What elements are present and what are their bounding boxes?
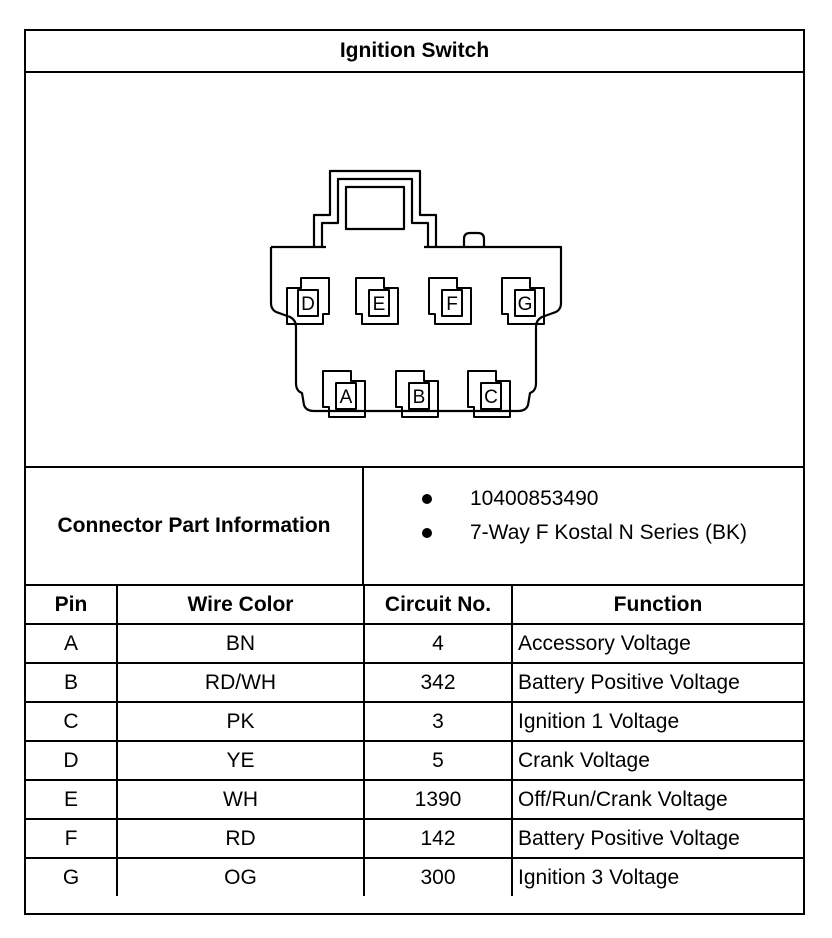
cell-pin: E — [26, 779, 118, 820]
latch-inner — [320, 177, 430, 247]
cavity-d — [286, 277, 330, 325]
cell-circuit-no: 5 — [363, 740, 513, 781]
header-circuit-no: Circuit No. — [363, 586, 513, 625]
cell-circuit-no: 3 — [363, 701, 513, 742]
cell-circuit-no: 342 — [363, 662, 513, 703]
header-wire-color: Wire Color — [116, 586, 365, 625]
table-row: D YE 5 Crank Voltage — [26, 740, 803, 781]
cavity-c — [467, 370, 511, 418]
part-info-list: 10400853490 7-Way F Kostal N Series (BK) — [364, 468, 803, 598]
part-number: 10400853490 — [470, 487, 599, 510]
table-row: F RD 142 Battery Positive Voltage — [26, 818, 803, 859]
cavity-label-e: E — [373, 294, 386, 315]
cell-wire-color: WH — [116, 779, 365, 820]
sheet-title: Ignition Switch — [26, 31, 803, 73]
bullet-icon — [422, 528, 432, 538]
cell-function: Battery Positive Voltage — [511, 818, 803, 859]
table-row: E WH 1390 Off/Run/Crank Voltage — [26, 779, 803, 820]
latch-tab — [344, 185, 406, 231]
part-info-item: 10400853490 — [364, 482, 803, 516]
cavity-terminal-e — [368, 289, 390, 317]
cavity-b — [395, 370, 439, 418]
cavity-terminal-c — [480, 382, 502, 410]
housing-outline — [269, 245, 563, 413]
latch-outer — [312, 169, 438, 247]
cavity-terminal-f — [441, 289, 463, 317]
cavity-label-d: D — [301, 294, 315, 315]
cell-wire-color: BN — [116, 623, 365, 664]
connector-diagram: D E F G A B C — [26, 73, 803, 468]
cavity-e — [355, 277, 399, 325]
bullet-icon — [422, 494, 432, 504]
cell-function: Off/Run/Crank Voltage — [511, 779, 803, 820]
cell-circuit-no: 4 — [363, 623, 513, 664]
cell-wire-color: YE — [116, 740, 365, 781]
cell-function: Accessory Voltage — [511, 623, 803, 664]
cavity-label-f: F — [446, 294, 458, 315]
header-function: Function — [511, 586, 803, 625]
cell-pin: C — [26, 701, 118, 742]
part-info-item: 7-Way F Kostal N Series (BK) — [364, 516, 803, 550]
cell-wire-color: RD/WH — [116, 662, 365, 703]
cavity-a — [322, 370, 366, 418]
cell-pin: A — [26, 623, 118, 664]
table-row: A BN 4 Accessory Voltage — [26, 623, 803, 664]
cell-function: Ignition 3 Voltage — [511, 857, 803, 896]
cell-wire-color: PK — [116, 701, 365, 742]
cell-function: Crank Voltage — [511, 740, 803, 781]
cavity-terminal-a — [335, 382, 357, 410]
cell-pin: G — [26, 857, 118, 896]
table-row: B RD/WH 342 Battery Positive Voltage — [26, 662, 803, 703]
connector-description: 7-Way F Kostal N Series (BK) — [470, 521, 747, 544]
connector-face-drawing: D E F G A B C — [269, 169, 563, 418]
cell-pin: B — [26, 662, 118, 703]
cavity-f — [428, 277, 472, 325]
cell-pin: F — [26, 818, 118, 859]
cavity-terminal-b — [408, 382, 430, 410]
cavity-terminal-g — [514, 289, 536, 317]
header-pin: Pin — [26, 586, 118, 625]
cell-circuit-no: 142 — [363, 818, 513, 859]
cell-circuit-no: 300 — [363, 857, 513, 896]
cavity-label-b: B — [413, 387, 426, 408]
cavity-label-a: A — [340, 387, 353, 408]
cavity-label-c: C — [484, 387, 498, 408]
cavity-g — [501, 277, 545, 325]
cavity-label-g: G — [518, 294, 533, 315]
table-row: C PK 3 Ignition 1 Voltage — [26, 701, 803, 742]
cell-function: Battery Positive Voltage — [511, 662, 803, 703]
cell-wire-color: RD — [116, 818, 365, 859]
part-info-label: Connector Part Information — [26, 468, 364, 584]
housing-inner-notch — [462, 231, 486, 247]
table-header-row: Pin Wire Color Circuit No. Function — [26, 586, 803, 625]
cell-function: Ignition 1 Voltage — [511, 701, 803, 742]
cell-circuit-no: 1390 — [363, 779, 513, 820]
pinout-table: Pin Wire Color Circuit No. Function A BN… — [26, 586, 803, 896]
table-row: G OG 300 Ignition 3 Voltage — [26, 857, 803, 896]
connector-part-info: Connector Part Information 10400853490 7… — [26, 468, 803, 586]
cell-wire-color: OG — [116, 857, 365, 896]
cavity-terminal-d — [297, 289, 319, 317]
cell-pin: D — [26, 740, 118, 781]
